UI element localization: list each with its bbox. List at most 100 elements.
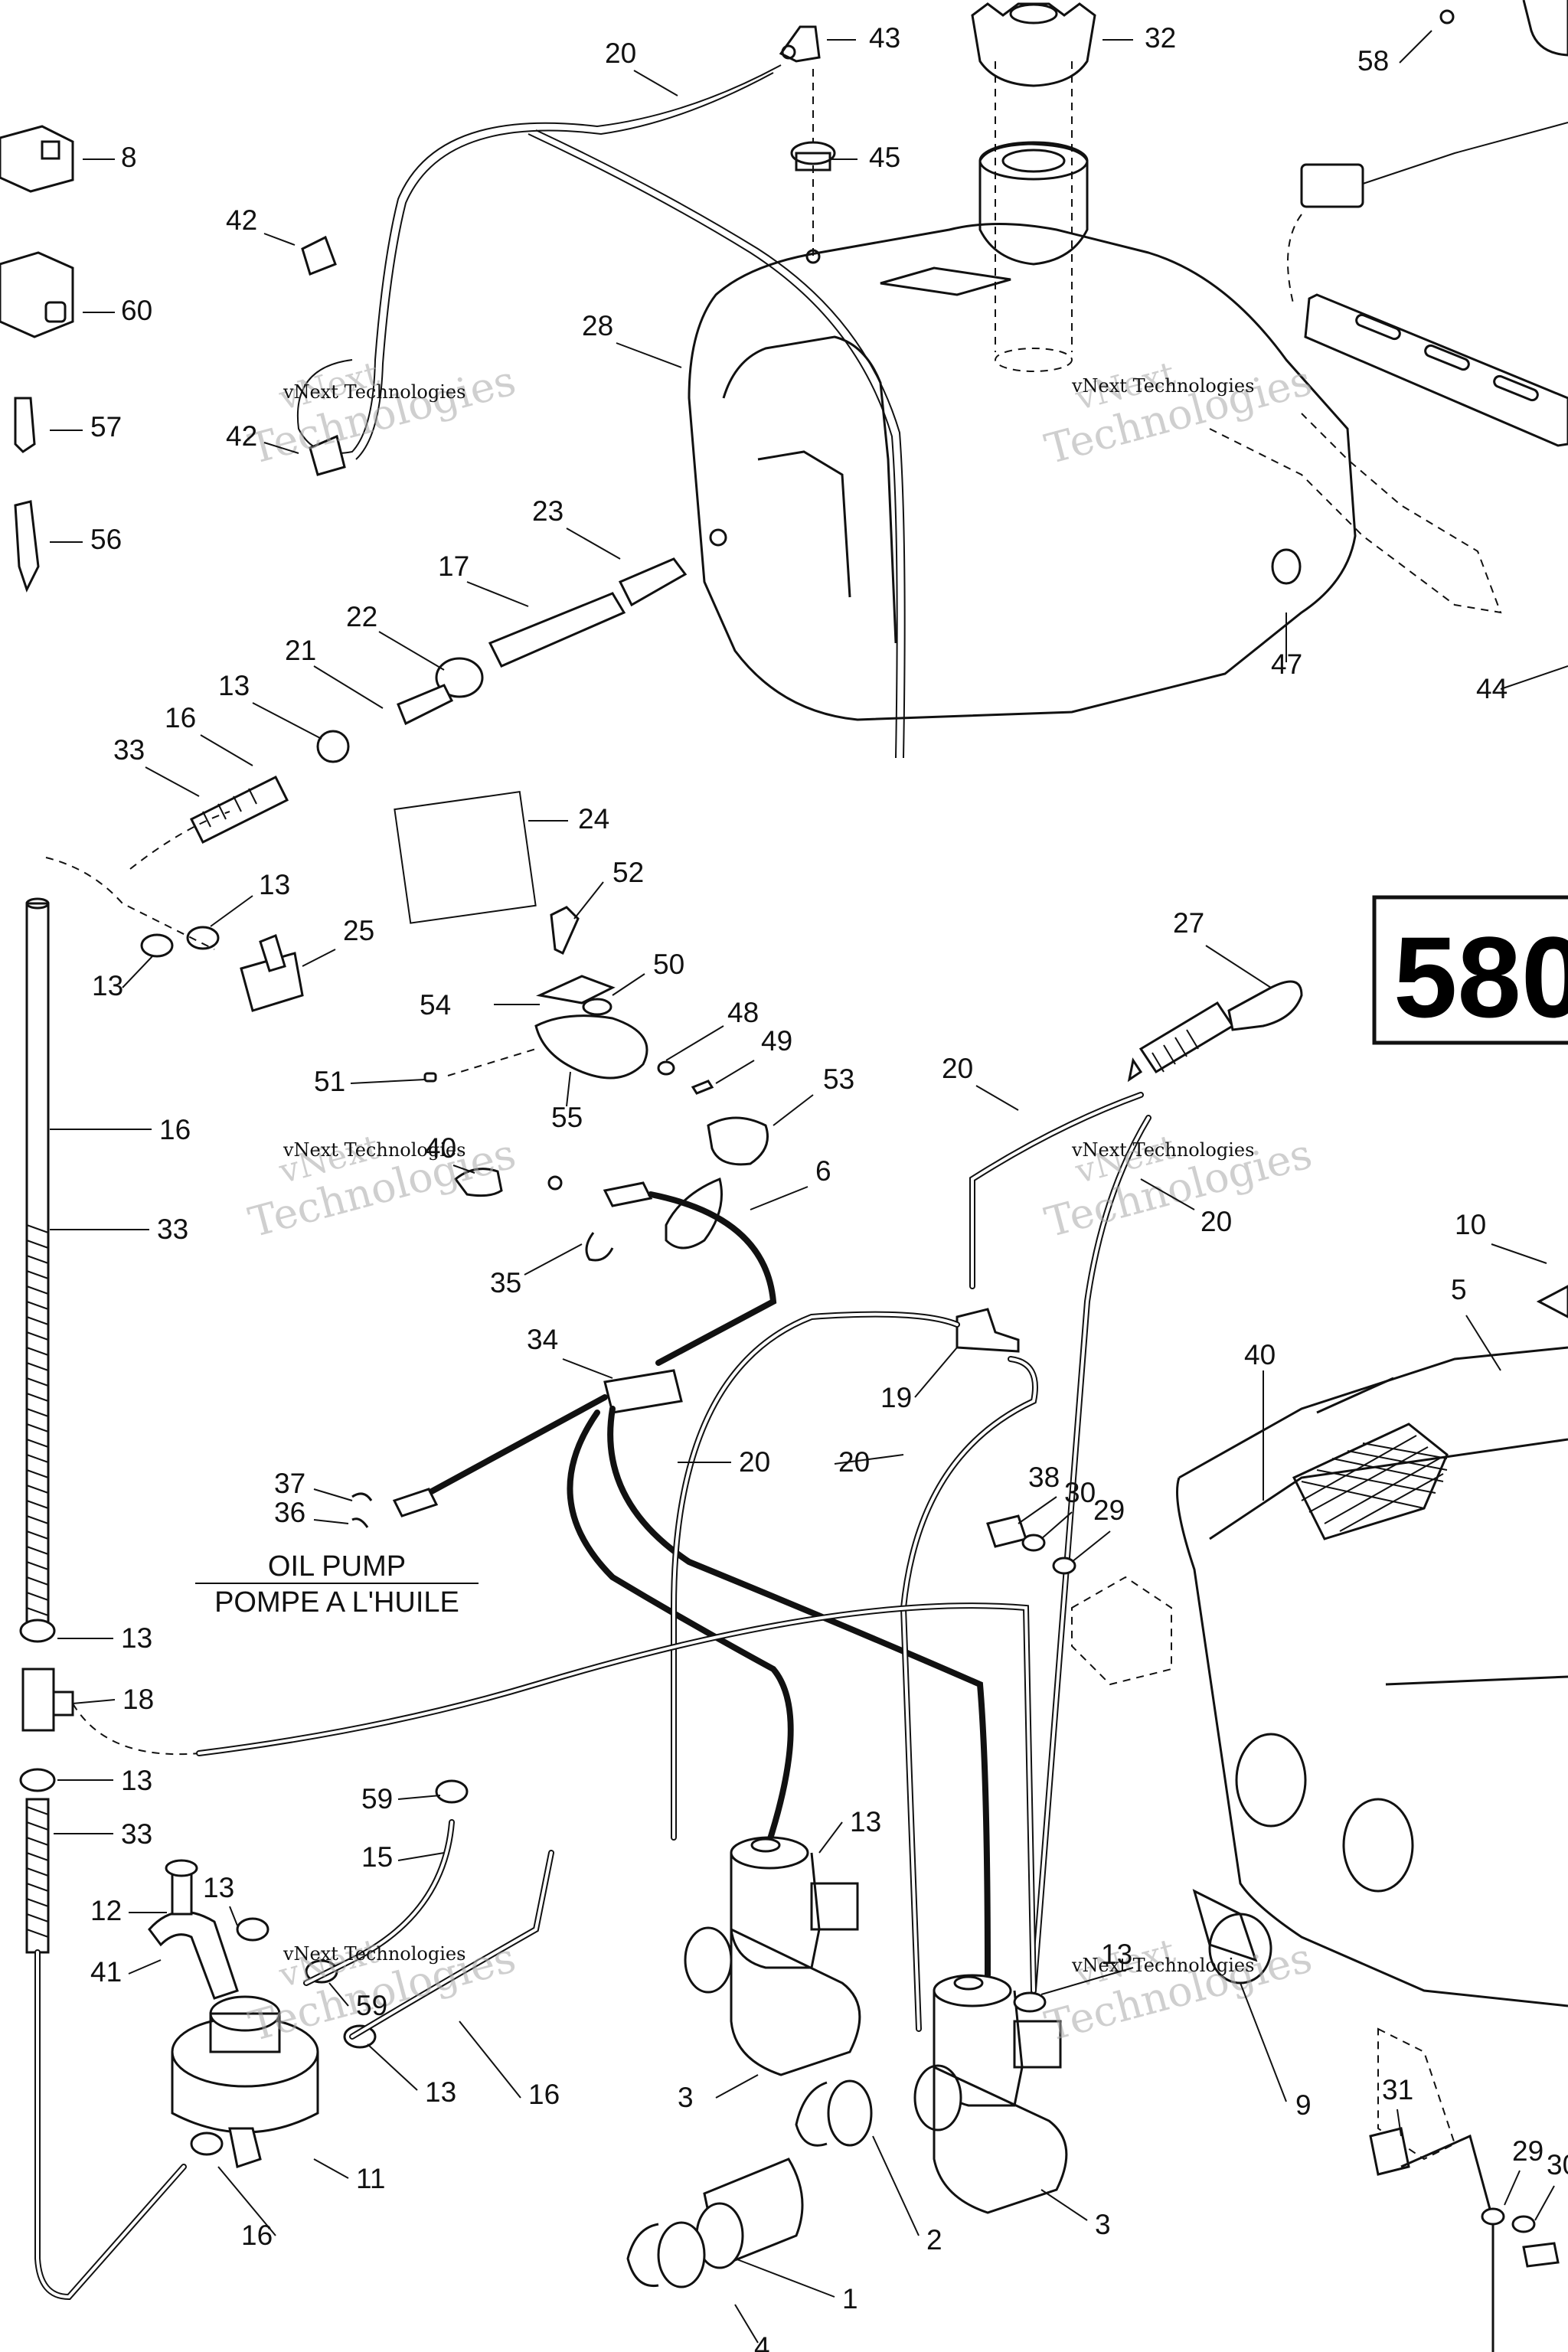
callout-number: 45	[869, 142, 900, 173]
callout-number: 21	[285, 635, 316, 666]
callout-leader	[665, 1025, 724, 1061]
callout-number: 13	[425, 2076, 456, 2108]
fuel-valve	[45, 811, 304, 1012]
callout-leader	[217, 2166, 276, 2236]
callout-leader	[459, 2020, 521, 2099]
callout-number: 36	[274, 1497, 305, 1528]
callout-number: 33	[157, 1214, 188, 1245]
callout-number: 10	[1455, 1209, 1486, 1240]
callout-number: 20	[605, 38, 636, 69]
callout-leader	[1500, 665, 1568, 690]
label-24	[394, 791, 537, 924]
elbow-fitting	[779, 25, 836, 264]
callout-number: 16	[528, 2079, 560, 2110]
callout-number: 17	[438, 550, 469, 582]
callout-number: 9	[1295, 2089, 1312, 2121]
callout-leader	[229, 1906, 238, 1926]
callout-leader	[313, 1488, 353, 1501]
callout-number: 54	[420, 989, 451, 1021]
caption-fr: POMPE A L'HUILE	[214, 1586, 459, 1619]
left-vertical-hose	[19, 897, 200, 2301]
callout-number: 25	[343, 915, 374, 946]
callout-number: 4	[754, 2331, 770, 2352]
callout-number: 30	[1547, 2149, 1568, 2180]
watermark-label: vNext Technologies	[1071, 1955, 1254, 1976]
callout-leader	[1205, 945, 1272, 988]
clips-42	[301, 235, 346, 476]
callout-leader	[350, 1079, 426, 1084]
callout-number: 60	[121, 295, 152, 326]
callout-number: 2	[926, 2224, 942, 2256]
watermark-label: vNext Technologies	[1071, 1139, 1254, 1161]
callout-leader	[1534, 2185, 1555, 2221]
callout-leader	[263, 442, 299, 454]
carburetor-upper	[684, 1836, 861, 2076]
callout-number: 15	[361, 1841, 393, 1873]
fuel-tank	[688, 2, 1357, 721]
callout-leader	[524, 1243, 583, 1276]
watermark-label: vNext Technologies	[283, 381, 466, 403]
callout-number: 18	[122, 1684, 154, 1715]
watermark-labels: vNext Technologies vNext Technologies vN…	[283, 375, 1254, 1976]
carburetor-lower	[913, 1974, 1068, 2214]
callout-leader	[715, 1060, 755, 1084]
callout-leader	[313, 665, 384, 709]
callout-number: 40	[425, 1132, 456, 1164]
callout-leader	[452, 1165, 475, 1174]
callout-leader	[200, 734, 253, 766]
callout-number: 6	[815, 1155, 831, 1187]
callout-number: 32	[1145, 22, 1176, 54]
callout-leader	[367, 2043, 418, 2091]
callout-number: 44	[1476, 673, 1508, 704]
watermark-label: vNext Technologies	[283, 1943, 466, 1965]
callout-leader	[562, 1358, 613, 1379]
fuel-inline-assembly	[189, 557, 688, 844]
callout-leader	[302, 949, 336, 967]
model-number: 580	[1393, 913, 1568, 1041]
mount-hardware	[986, 1514, 1560, 2352]
callout-leader	[466, 581, 529, 607]
callout-number: 1	[842, 2283, 858, 2314]
callout-number: 53	[823, 1063, 854, 1095]
caption-en: OIL PUMP	[268, 1550, 406, 1583]
callout-number: 42	[226, 204, 257, 236]
callout-number: 13	[218, 670, 250, 701]
callout-leader	[734, 2258, 835, 2298]
callout-number: 57	[90, 411, 122, 443]
callout-leader	[1071, 1530, 1111, 1563]
callout-leader	[1465, 1315, 1501, 1371]
callout-number: 59	[361, 1783, 393, 1815]
callout-number: 24	[578, 803, 609, 835]
callout-number: 29	[1512, 2135, 1544, 2167]
callout-leader	[750, 1186, 808, 1210]
callout-leader	[145, 766, 200, 797]
callout-number: 27	[1173, 907, 1204, 939]
callout-leader	[397, 1852, 445, 1861]
choke-cable	[1127, 980, 1303, 1083]
callout-leader	[210, 895, 253, 927]
callout-leader	[263, 233, 296, 246]
callout-number: 13	[92, 970, 123, 1001]
callout-number: 13	[121, 1765, 152, 1796]
callout-number: 28	[582, 310, 613, 341]
oil-pump	[148, 1859, 377, 2168]
callout-leader	[1396, 2109, 1402, 2137]
callout-number: 50	[653, 949, 684, 980]
callout-leader	[1040, 1511, 1073, 1540]
callout-leader	[734, 2304, 759, 2344]
oil-pump-caption: OIL PUMP POMPE A L'HUILE	[195, 1550, 479, 1619]
callout-leader	[378, 631, 445, 671]
callout-number: 33	[121, 1818, 152, 1850]
callout-leader	[128, 1959, 162, 1975]
callout-number: 20	[942, 1053, 973, 1084]
callout-leader	[573, 881, 604, 920]
callout-number: 11	[356, 2163, 385, 2194]
callout-number: 20	[838, 1446, 870, 1478]
fuel-sensor	[1287, 0, 1568, 307]
callout-leader	[818, 1821, 843, 1854]
air-silencer	[1176, 1285, 1568, 2007]
callout-number: 13	[1101, 1939, 1132, 1970]
callout-number: 30	[1064, 1477, 1096, 1508]
callout-leader	[566, 528, 621, 560]
callout-leader	[616, 342, 682, 368]
